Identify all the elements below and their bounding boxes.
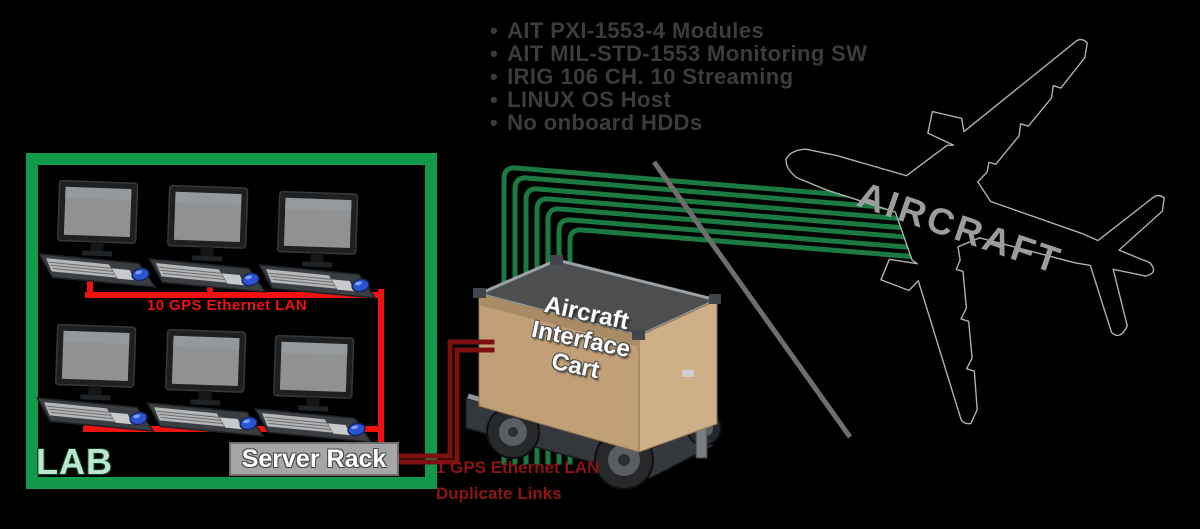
aircraft-outline bbox=[785, 38, 1165, 425]
lan-1gbps-label: 1 GPS Ethernet LAN Duplicate Links bbox=[436, 455, 599, 507]
note-text: LINUX OS Host bbox=[507, 87, 672, 112]
workstation bbox=[145, 328, 268, 437]
green-link-2 bbox=[512, 175, 958, 465]
note-line: • LINUX OS Host bbox=[490, 88, 867, 111]
duplicate-link-lines bbox=[395, 339, 495, 465]
system-notes-list: • AIT PXI-1553-4 Modules • AIT MIL-STD-155… bbox=[490, 19, 867, 134]
bullet-dot: • bbox=[490, 110, 499, 135]
cart-corner-bracket bbox=[473, 255, 721, 340]
bullet-dot: • bbox=[490, 64, 499, 89]
note-line: • AIT PXI-1553-4 Modules bbox=[490, 19, 867, 42]
aircraft-interface-cart bbox=[465, 255, 722, 490]
lan-1gbps-line2: Duplicate Links bbox=[436, 484, 562, 503]
green-link-lines bbox=[501, 165, 958, 465]
duplicate-link-a bbox=[395, 339, 495, 459]
note-text: No onboard HDDs bbox=[507, 110, 703, 135]
green-link-4 bbox=[534, 196, 958, 465]
lab-boundary-box bbox=[26, 153, 437, 489]
workstation bbox=[35, 323, 158, 432]
green-link-3 bbox=[523, 186, 958, 465]
note-line: • AIT MIL-STD-1553 Monitoring SW bbox=[490, 42, 867, 65]
green-link-1 bbox=[501, 165, 958, 465]
note-text: IRIG 106 CH. 10 Streaming bbox=[507, 64, 794, 89]
bullet-dot: • bbox=[490, 87, 499, 112]
cart-side-sticker bbox=[682, 370, 694, 377]
lab-label: LAB bbox=[36, 441, 113, 482]
workstation bbox=[37, 179, 160, 288]
workstation bbox=[253, 334, 376, 443]
aircraft-silhouette bbox=[785, 38, 1165, 425]
lan-1gbps-line1: 1 GPS Ethernet LAN bbox=[436, 458, 600, 477]
lan-10gbps-label: 10 GPS Ethernet LAN bbox=[147, 297, 308, 314]
workstation bbox=[147, 184, 270, 293]
green-link-5 bbox=[545, 206, 958, 465]
note-text: AIT MIL-STD-1553 Monitoring SW bbox=[507, 41, 868, 66]
note-line: • No onboard HDDs bbox=[490, 111, 867, 134]
cart-box-front-shadow bbox=[479, 294, 639, 347]
cart-box-side bbox=[638, 299, 718, 453]
diagonal-divider-line bbox=[651, 160, 853, 439]
server-rack-label: Server Rack bbox=[241, 444, 387, 473]
server-rack-box: Server Rack bbox=[229, 442, 399, 476]
bullet-dot: • bbox=[490, 18, 499, 43]
green-link-6 bbox=[556, 217, 958, 465]
workstation bbox=[257, 190, 380, 299]
green-link-7 bbox=[567, 227, 958, 465]
bullet-dot: • bbox=[490, 41, 499, 66]
duplicate-link-b bbox=[395, 347, 495, 465]
note-text: AIT PXI-1553-4 Modules bbox=[507, 18, 765, 43]
note-line: • IRIG 106 CH. 10 Streaming bbox=[490, 65, 867, 88]
